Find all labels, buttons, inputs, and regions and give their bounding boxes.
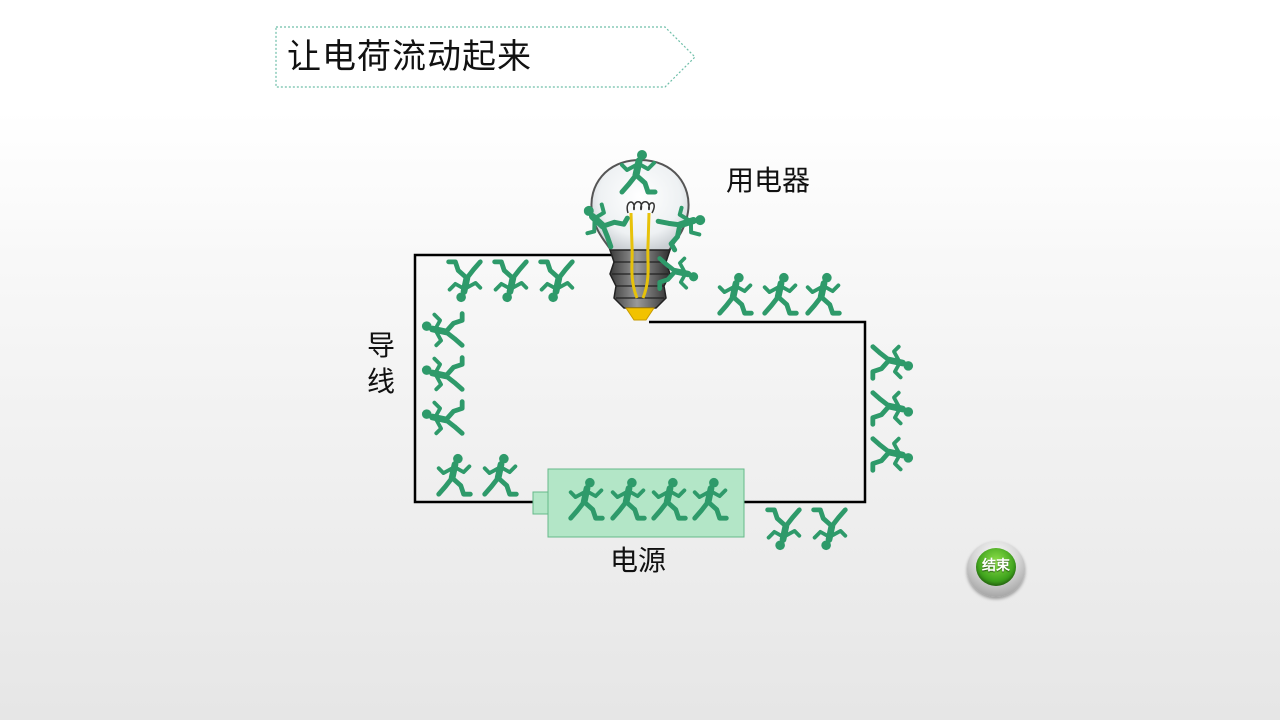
running-person-icon: [808, 273, 840, 313]
title-arrow-shape: [275, 26, 696, 88]
running-person-icon: [765, 273, 797, 313]
running-person-icon: [814, 510, 846, 550]
label-appliance: 用电器: [726, 164, 811, 197]
running-person-icon: [768, 510, 800, 550]
end-button-core: [976, 548, 1016, 586]
end-button-label: 结束: [982, 558, 1010, 574]
running-person-icon: [439, 454, 471, 494]
battery-terminal: [532, 491, 550, 515]
slide-title-box: 让电荷流动起来: [275, 26, 697, 88]
running-person-icon: [873, 439, 913, 471]
running-person-icon: [720, 273, 752, 313]
wire-left: [413, 253, 612, 504]
running-person-icon: [422, 358, 462, 390]
label-power-source: 电源: [610, 544, 667, 577]
circuit-wires: [413, 253, 867, 504]
running-person-icon: [422, 402, 462, 434]
wire-right: [649, 320, 867, 504]
light-bulb-icon: [590, 158, 690, 321]
end-button[interactable]: 结束: [966, 540, 1028, 598]
running-person-icon: [485, 454, 517, 494]
running-person-icon: [449, 262, 481, 302]
running-person-icon: [873, 347, 913, 379]
label-wire: 导线: [366, 329, 395, 398]
running-person-icon: [495, 262, 527, 302]
slide-title: 让电荷流动起来: [287, 37, 532, 77]
running-person-icon: [541, 262, 573, 302]
running-person-icon: [873, 393, 913, 425]
running-person-icon: [422, 314, 462, 346]
